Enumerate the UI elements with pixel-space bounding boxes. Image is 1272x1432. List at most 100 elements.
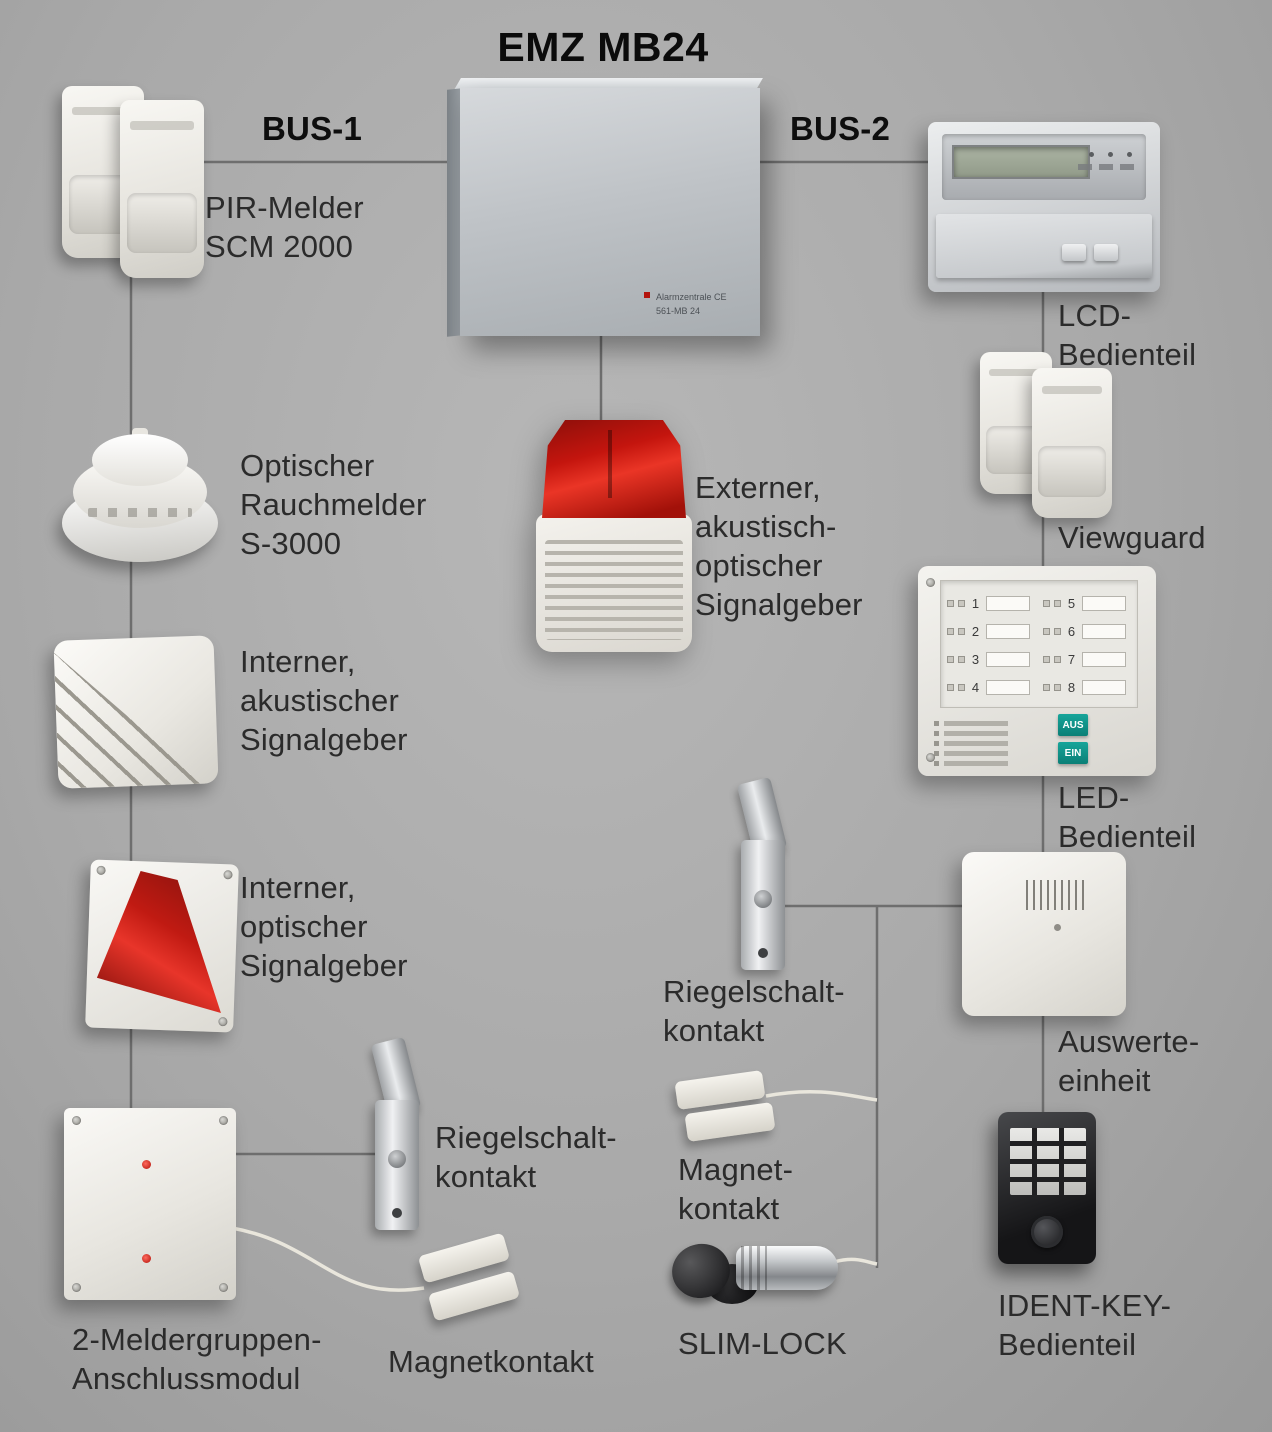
ein-button: EIN: [1058, 742, 1088, 764]
zone-label-strip: [986, 623, 1030, 639]
control-unit-line2: 561-MB 24: [656, 306, 701, 317]
zone-label-strip: [1082, 679, 1126, 695]
siren-strobe-cover: [542, 420, 686, 518]
internal-acoustic-device: [53, 635, 219, 789]
screw: [219, 1283, 228, 1292]
optical-label: Interner, optischer Signalgeber: [240, 870, 408, 984]
bolt-contact-hole: [758, 948, 768, 958]
led-panel-recess: 1 2 3 4 5 6 7 8: [940, 580, 1138, 708]
zone-number: 1: [971, 595, 980, 611]
logo-mark: [644, 292, 650, 298]
ident-key-reader-device: [998, 1112, 1096, 1264]
siren-label: Externer, akustisch- optischer Signalgeb…: [695, 470, 863, 623]
screw: [96, 865, 106, 875]
lcd-bezel: [942, 134, 1146, 200]
mini-label-bar: [934, 751, 1008, 756]
screw: [218, 1017, 228, 1027]
module-led: [142, 1160, 151, 1169]
zone-number: 4: [971, 679, 980, 695]
led-keypad-device: 1 2 3 4 5 6 7 8 AUS EIN: [918, 566, 1156, 776]
mini-label-bar: [934, 741, 1008, 746]
bolt-contact-hole: [392, 1208, 402, 1218]
status-led: [1089, 152, 1094, 157]
zone-number: 5: [1067, 595, 1076, 611]
viewguard-detector-front: [1032, 368, 1112, 518]
zone-label-strip: [986, 595, 1030, 611]
smoke-detector-cap: [92, 434, 188, 486]
bolt-contact-left-device: [366, 1036, 428, 1233]
slimlock-cylinder: [736, 1246, 838, 1290]
module-label: 2-Meldergruppen- Anschlussmodul: [72, 1322, 322, 1397]
control-unit-text: Alarmzentrale CE 561-MB 24: [656, 290, 727, 319]
screw: [72, 1116, 81, 1125]
internal-optical-device: [85, 859, 239, 1033]
led-row: 1: [947, 589, 1030, 617]
zone-number: 8: [1067, 679, 1076, 695]
zone-label-strip: [1082, 651, 1126, 667]
auswerte-label: Auswerte- einheit: [1058, 1024, 1200, 1099]
led-row: 6: [1043, 617, 1126, 645]
led-indicator: [1043, 683, 1050, 691]
module-led: [142, 1254, 151, 1263]
led-row: 2: [947, 617, 1030, 645]
led-indicator: [1043, 599, 1050, 607]
pir-detector-front: [120, 100, 204, 278]
led-panel-mini-labels: [934, 716, 1008, 766]
acoustic-label: Interner, akustischer Signalgeber: [240, 644, 408, 758]
led-indicator: [947, 599, 954, 607]
key-reader-knob: [1031, 1216, 1063, 1248]
lcd-label: LCD- Bedienteil: [1058, 298, 1197, 373]
mini-label-bar: [934, 721, 1008, 726]
identkey-label: IDENT-KEY- Bedienteil: [998, 1288, 1172, 1363]
led-label: LED- Bedienteil: [1058, 780, 1197, 855]
bolt-contact-screw: [388, 1150, 406, 1168]
led-row: 8: [1043, 673, 1126, 701]
evaluation-unit-led: [1054, 924, 1061, 931]
siren-ribs: [545, 540, 683, 640]
slim-lock-device: [667, 1228, 847, 1323]
smoke-detector-vents: [88, 508, 192, 517]
led-column-left: 1 2 3 4: [947, 589, 1030, 701]
led-row: 7: [1043, 645, 1126, 673]
led-row: 3: [947, 645, 1030, 673]
lcd-flip-cover: [936, 214, 1152, 278]
lcd-keypad-device: [928, 122, 1160, 292]
status-led: [1127, 152, 1132, 157]
zone-label-strip: [1082, 623, 1126, 639]
speaker-grille: [1026, 880, 1088, 910]
lcd-button: [1062, 244, 1086, 261]
led-indicator: [958, 655, 965, 663]
led-indicator: [958, 599, 965, 607]
zone-number: 7: [1067, 651, 1076, 667]
lcd-screen: [952, 145, 1090, 179]
status-led: [1108, 152, 1113, 157]
control-unit-line1: Alarmzentrale CE: [656, 292, 727, 302]
detector-group-module-device: [64, 1108, 236, 1300]
magnet-right-label: Magnet- kontakt: [678, 1152, 794, 1227]
smoke-detector-device: [62, 428, 218, 578]
cable-magnet-right: [765, 1090, 878, 1102]
keypad-keys: [1010, 1128, 1086, 1195]
cable-module-magnet: [231, 1226, 425, 1292]
slimlock-label: SLIM-LOCK: [678, 1326, 847, 1361]
zone-number: 3: [971, 651, 980, 667]
led-indicator: [1054, 599, 1061, 607]
led-row: 5: [1043, 589, 1126, 617]
led-indicator: [1054, 683, 1061, 691]
lcd-status-labels: [1078, 164, 1140, 170]
control-unit-front: [460, 88, 760, 336]
external-siren-device: [536, 420, 692, 652]
led-indicator: [947, 683, 954, 691]
led-indicator: [1054, 627, 1061, 635]
mini-label-bar: [934, 761, 1008, 766]
led-indicator: [1043, 627, 1050, 635]
led-indicator: [1043, 655, 1050, 663]
led-indicator: [947, 627, 954, 635]
screw: [926, 578, 935, 587]
led-indicator: [1054, 655, 1061, 663]
screw: [926, 753, 935, 762]
optical-red-lens: [93, 866, 231, 1025]
zone-label-strip: [986, 679, 1030, 695]
bus1-label: BUS-1: [262, 110, 363, 147]
